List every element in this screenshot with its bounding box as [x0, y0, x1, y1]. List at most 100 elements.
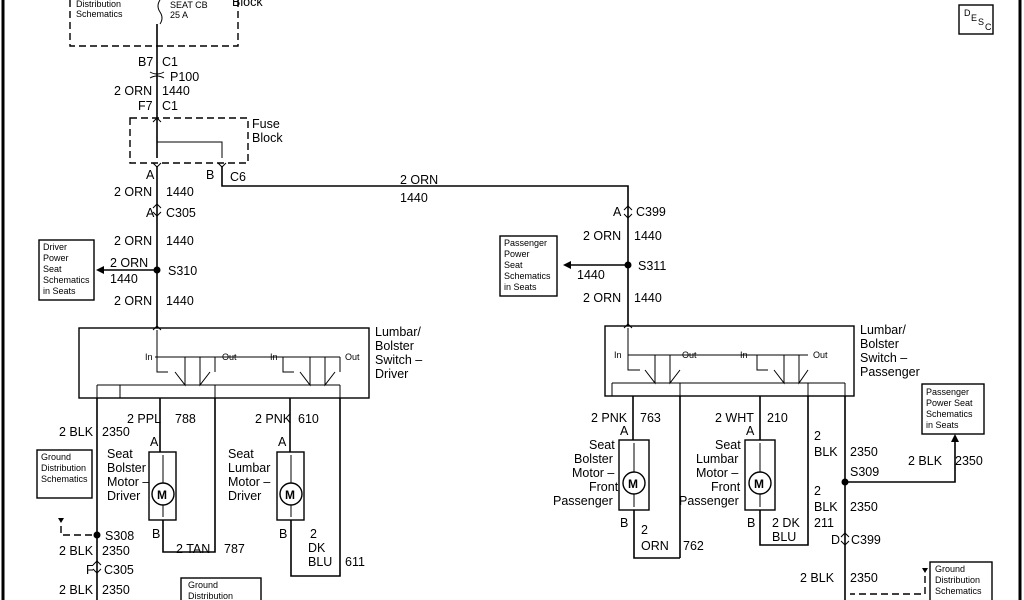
cross-wire [221, 166, 629, 210]
svg-text:Driver: Driver [43, 242, 67, 252]
driver-lumbar-return [290, 520, 341, 577]
driver-ground-dash [60, 526, 97, 536]
splice-s309-label: S309 [850, 465, 879, 479]
driver-blk3-gauge: 2 BLK [59, 583, 94, 597]
svg-text:S: S [978, 17, 984, 27]
passenger-blk2-circuit: 2350 [850, 500, 878, 514]
driver-branch-circuit: 1440 [110, 272, 138, 286]
passenger-lumbar-label4: Front [711, 480, 741, 494]
driver-ground-box2: Ground Distribution [180, 577, 262, 600]
svg-text:Out: Out [345, 352, 360, 362]
driver-pin-f: F [86, 563, 94, 577]
driver-tan-circuit: 787 [224, 542, 245, 556]
svg-text:B: B [620, 516, 628, 530]
driver-w2-gauge: 2 ORN [114, 185, 152, 199]
driver-bolster-label3: Motor – [107, 475, 149, 489]
driver-dkblu-g2: DK [308, 541, 326, 555]
driver-w2-circuit: 1440 [166, 185, 194, 199]
svg-text:D: D [964, 8, 971, 18]
passenger-side-gauge: 2 BLK [908, 454, 943, 468]
driver-w3-circuit: 1440 [166, 234, 194, 248]
splice-s308-label: S308 [105, 529, 134, 543]
svg-text:Schematics: Schematics [926, 409, 973, 419]
driver-switch-label3: Switch – [375, 353, 422, 367]
svg-text:A: A [278, 435, 287, 449]
fuse-pin-a: A [146, 168, 155, 182]
conn-c1-a: C1 [162, 55, 178, 69]
passenger-side-circuit: 2350 [955, 454, 983, 468]
driver-branch-arrow [96, 266, 104, 274]
driver-pnk-circuit: 610 [298, 412, 319, 426]
svg-text:Passenger: Passenger [504, 238, 547, 248]
passenger-bolster-label3: Motor – [572, 466, 614, 480]
svg-text:Schematics: Schematics [935, 586, 982, 596]
w1-gauge: 2 ORN [114, 84, 152, 98]
passenger-blk-g2: BLK [814, 445, 838, 459]
driver-w3-gauge: 2 ORN [114, 234, 152, 248]
driver-pin-a: A [146, 206, 155, 220]
passenger-orn-circuit: 762 [683, 539, 704, 553]
driver-blk-gauge: 2 BLK [59, 425, 94, 439]
svg-text:A: A [620, 424, 629, 438]
svg-text:Ground: Ground [935, 564, 965, 574]
svg-text:Ground: Ground [41, 452, 71, 462]
svg-text:A: A [150, 435, 159, 449]
passenger-bolster-label5: Passenger [553, 494, 613, 508]
passenger-wht-gauge: 2 WHT [715, 411, 754, 425]
passenger-w1-gauge: 2 ORN [583, 229, 621, 243]
fuse-block-label1: Fuse [252, 117, 280, 131]
passenger-bolster-label2: Bolster [574, 452, 613, 466]
power-box-line2: Schematics [76, 9, 123, 19]
passenger-blk2-g1: 2 [814, 484, 821, 498]
passenger-ground-dash [850, 576, 926, 595]
passenger-lumbar-label3: Motor – [696, 466, 738, 480]
passenger-switch-label1: Lumbar/ [860, 323, 906, 337]
driver-blk3-circuit: 2350 [102, 583, 130, 597]
svg-text:Schematics: Schematics [43, 275, 90, 285]
fuse-block-label2: Block [252, 131, 283, 145]
pin-f7: F7 [138, 99, 153, 113]
svg-text:in Seats: in Seats [504, 282, 537, 292]
cross-gauge: 2 ORN [400, 173, 438, 187]
driver-dkblu-circuit: 611 [345, 555, 365, 569]
splice-s311-label: S311 [638, 259, 666, 273]
svg-text:Out: Out [813, 350, 828, 360]
driver-switch: In Out In Out [78, 325, 370, 399]
splice-s311 [624, 261, 632, 269]
fuse-pin-b: B [206, 168, 214, 182]
driver-bolster-return [162, 520, 216, 553]
svg-text:M: M [754, 477, 764, 491]
passenger-bolster-label4: Front [589, 480, 619, 494]
passenger-dkblu-g2: BLU [772, 530, 796, 544]
passenger-lumbar-label1: Seat [715, 438, 741, 452]
conn-c1-b: C1 [162, 99, 178, 113]
svg-text:M: M [157, 488, 167, 502]
driver-ground-marker [58, 518, 64, 523]
svg-text:Distribution: Distribution [935, 575, 980, 585]
svg-text:Power: Power [504, 249, 530, 259]
passenger-blk3-circuit: 2350 [850, 571, 878, 585]
passenger-bolster-label1: Seat [589, 438, 615, 452]
passenger-side-wire [845, 440, 956, 483]
passenger-side-arrow [951, 434, 959, 442]
driver-bolster-label1: Seat [107, 447, 133, 461]
passenger-orn-g2: ORN [641, 539, 669, 553]
cross-circuit: 1440 [400, 191, 428, 205]
svg-text:Schematics: Schematics [41, 474, 88, 484]
passenger-conn-c399-b: C399 [851, 533, 881, 547]
passenger-switch-label3: Switch – [860, 351, 907, 365]
driver-tan-gauge: 2 TAN [176, 542, 210, 556]
seat-cb-rating: 25 A [170, 10, 188, 20]
conn-p100: P100 [170, 70, 199, 84]
passenger-pnk-circuit: 763 [640, 411, 661, 425]
driver-ground-box: Ground Distribution Schematics [36, 449, 93, 499]
driver-bolster-label4: Driver [107, 489, 140, 503]
driver-dkblu-g1: 2 [310, 527, 317, 541]
passenger-ref-box2: Passenger Power Seat Schematics in Seats [921, 383, 985, 435]
w1-circuit: 1440 [162, 84, 190, 98]
driver-switch-label1: Lumbar/ [375, 325, 421, 339]
svg-text:Distribution: Distribution [188, 591, 233, 600]
desc-icon: D E S C [958, 4, 994, 35]
passenger-ref-box: Passenger Power Seat Schematics in Seats [499, 235, 558, 297]
passenger-switch-label2: Bolster [860, 337, 899, 351]
